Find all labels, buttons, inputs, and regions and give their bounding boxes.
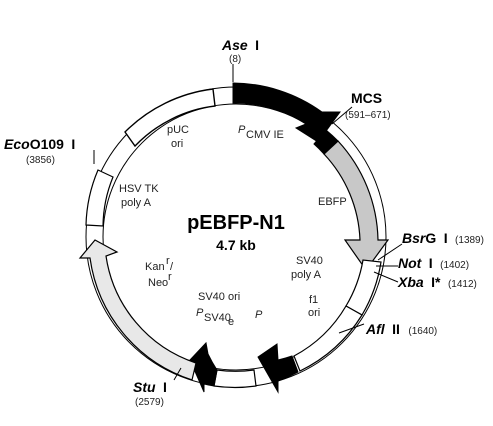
site-bsrg-name2: G (425, 230, 436, 246)
psv40-promoter-segment (189, 341, 218, 393)
f1-ori-segment (293, 305, 363, 372)
site-eco: EcoO109 I (4, 136, 75, 153)
pcmv-label-sub: CMV IE (246, 129, 284, 141)
site-eco-roman: I (71, 136, 75, 152)
site-eco-name: Eco (4, 136, 30, 152)
site-bsrg-roman: I (444, 230, 448, 246)
psv40-label-sub: SV40 (204, 312, 231, 324)
site-not-name: Not (398, 255, 423, 271)
sv40-polya-label-1: SV40 (296, 255, 323, 267)
sv40-ori-label: SV40 ori (198, 291, 240, 303)
hsv-tk-label-1: HSV TK (119, 183, 159, 195)
ebfp-label: EBFP (318, 196, 347, 208)
site-xba-pos: (1412) (448, 279, 477, 290)
pcmv-promoter-segment (232, 82, 341, 143)
site-ase-roman: I (255, 37, 259, 53)
hsv-tk-label-2: poly A (121, 197, 152, 209)
plasmid-name: pEBFP-N1 (187, 212, 285, 234)
psv40-label-main: P (196, 307, 204, 319)
puc-label-1: pUC (167, 124, 189, 136)
xba-tick (373, 271, 399, 283)
site-ase-name: Ase (221, 37, 248, 53)
site-eco-pos: (3856) (26, 155, 55, 166)
site-afl: Afl II (1640) (365, 321, 437, 338)
site-stu: Stu I (133, 379, 167, 396)
plasmid-size: 4.7 kb (216, 237, 256, 253)
site-xba: Xba I* (1412) (397, 274, 477, 291)
f1-ori-label-1: f1 (309, 294, 318, 306)
p-label: P (255, 309, 263, 321)
neo-label: Neo (148, 277, 168, 289)
stu-tick (173, 367, 182, 381)
site-mcs-name: MCS (351, 90, 382, 106)
site-mcs-pos: (591–671) (345, 110, 391, 121)
kan-sup: r (166, 255, 170, 267)
site-stu-name: Stu (133, 379, 156, 395)
puc-label-2: ori (171, 138, 183, 150)
pcmv-label-main: P (238, 124, 246, 136)
kan-label: Kan (145, 261, 165, 273)
site-bsrg-name: Bsr (402, 230, 427, 246)
site-xba-roman: I* (431, 274, 441, 290)
site-bsrg: BsrG I (1389) (402, 230, 484, 247)
site-not-roman: I (429, 255, 433, 271)
site-ase: Ase I (221, 37, 259, 54)
sv40-ori-segment (213, 369, 257, 389)
f1-ori-label-2: ori (308, 307, 320, 319)
neo-sup: r (168, 271, 172, 283)
kan-slash: / (170, 261, 174, 273)
site-stu-roman: I (163, 379, 167, 395)
site-not-pos: (1402) (440, 260, 469, 271)
hsv-tk-polya-segment (85, 169, 114, 227)
site-not: Not I (1402) (398, 255, 469, 272)
kan-neo-segment (78, 239, 197, 381)
site-afl-pos: (1640) (408, 326, 437, 337)
site-afl-roman: II (392, 321, 400, 337)
site-ase-pos: (8) (229, 54, 241, 65)
afl-tick (338, 323, 365, 334)
puc-ori-segment (124, 88, 216, 148)
site-afl-name: Afl (365, 321, 386, 337)
sv40-polya-label-2: poly A (291, 269, 322, 281)
site-eco-name2: O109 (30, 136, 64, 152)
sv40-polya-segment (345, 259, 382, 316)
mcs-tick (331, 106, 353, 125)
p-promoter-segment (257, 343, 299, 394)
psv40-label-sub2: e (228, 316, 234, 328)
site-stu-pos: (2579) (135, 397, 164, 408)
site-xba-name: Xba (397, 274, 424, 290)
site-bsrg-pos: (1389) (455, 235, 484, 246)
bsrg-tick (377, 243, 403, 261)
